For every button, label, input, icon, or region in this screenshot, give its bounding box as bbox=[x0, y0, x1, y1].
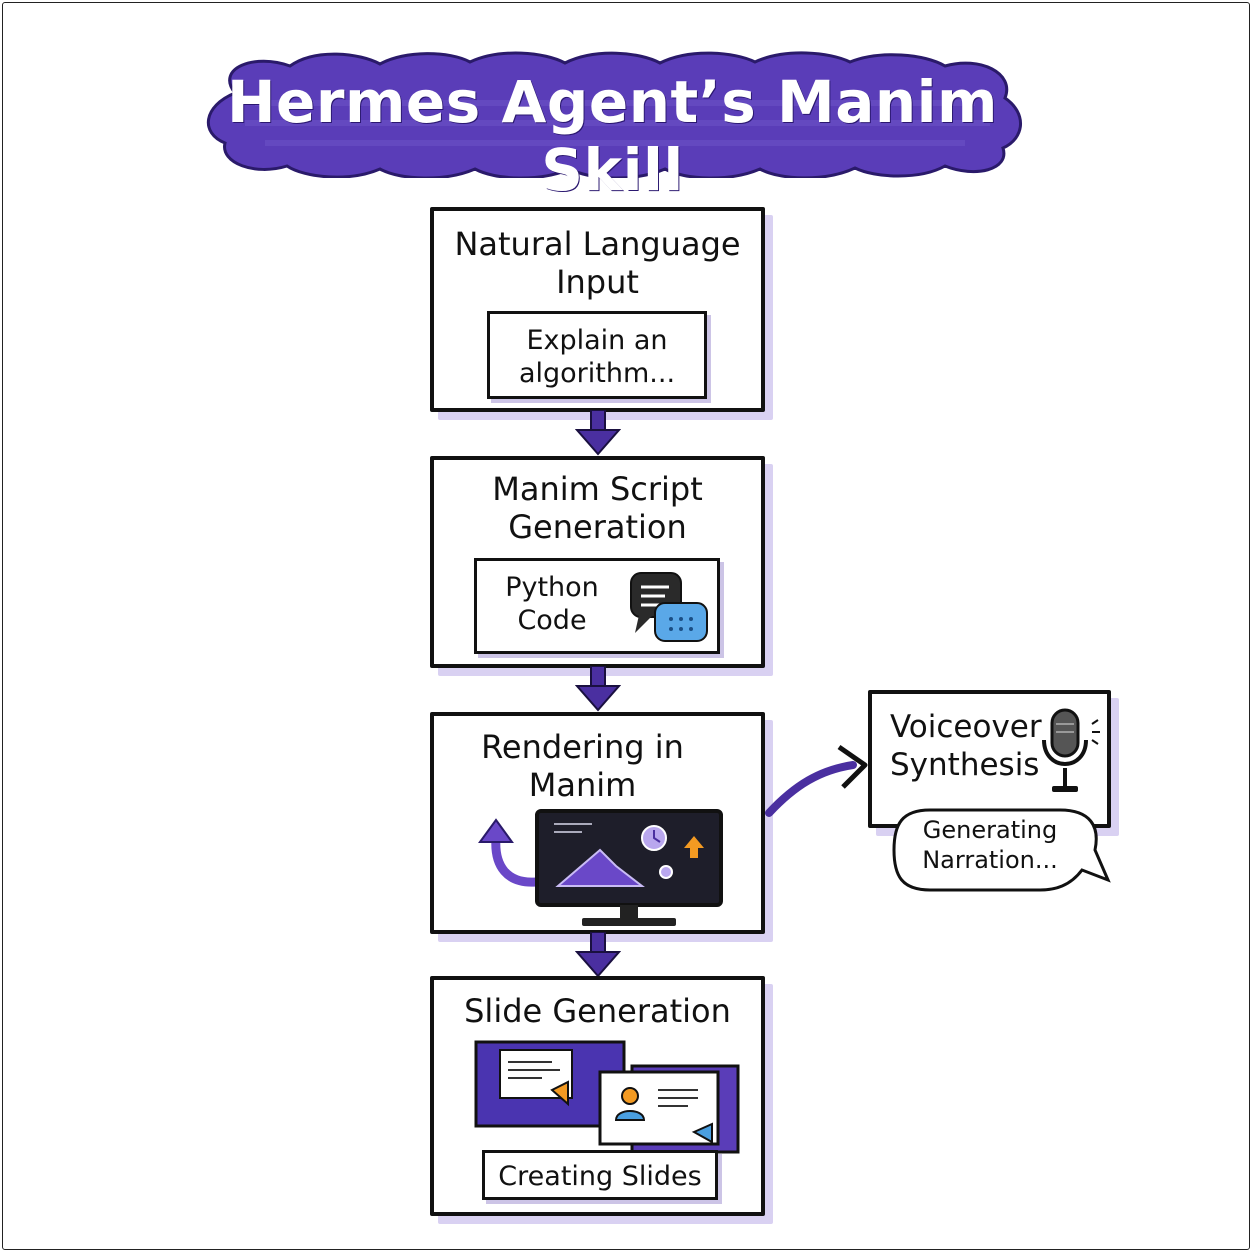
prompt-input-box: Explain an algorithm... bbox=[487, 311, 707, 399]
step-title: Natural Language Input bbox=[434, 225, 761, 301]
prompt-line: Explain an bbox=[526, 325, 668, 356]
step-title-line: Generation bbox=[508, 508, 687, 546]
step-manim-script-generation: Manim Script Generation Python Code bbox=[430, 456, 765, 668]
monitor-icon bbox=[535, 809, 723, 926]
step-title-line: Input bbox=[556, 263, 639, 301]
python-code-document: Python Code bbox=[474, 558, 720, 654]
step-title: Manim Script Generation bbox=[434, 470, 761, 546]
step-natural-language-input: Natural Language Input Explain an algori… bbox=[430, 207, 765, 412]
flow-arrow-1 bbox=[575, 410, 621, 456]
step-rendering-in-manim: Rendering in Manim bbox=[430, 712, 765, 934]
document-line: Code bbox=[517, 605, 587, 636]
chat-code-icon bbox=[630, 572, 708, 642]
page-title: Hermes Agent’s Manim Skill bbox=[227, 68, 998, 204]
narration-text: Generating Narration... bbox=[895, 815, 1085, 875]
step-title-text: Slide Generation bbox=[434, 992, 761, 1030]
creating-slides-text: Creating Slides bbox=[498, 1161, 702, 1192]
flow-arrow-3 bbox=[575, 932, 621, 978]
refresh-arrow-icon bbox=[478, 818, 541, 887]
step-title-line: Natural Language bbox=[454, 225, 741, 263]
voiceover-title-line: Voiceover bbox=[890, 709, 1042, 745]
creating-slides-label-box: Creating Slides bbox=[482, 1150, 718, 1200]
flow-arrow-2 bbox=[575, 666, 621, 712]
narration-line: Narration... bbox=[922, 846, 1058, 874]
step-title: Rendering in Manim bbox=[419, 728, 746, 804]
step-title-line: Rendering in bbox=[481, 728, 684, 766]
side-arrow-voiceover bbox=[765, 744, 868, 817]
narration-line: Generating bbox=[922, 816, 1058, 844]
microphone-icon bbox=[1042, 708, 1100, 792]
voiceover-synthesis-box: Voiceover Synthesis bbox=[868, 690, 1111, 828]
step-slide-generation: Slide Generation Creating Slides bbox=[430, 976, 765, 1216]
slides-icon bbox=[474, 1040, 740, 1154]
step-title-line: Manim bbox=[528, 766, 637, 804]
prompt-line: algorithm... bbox=[518, 358, 676, 389]
document-line: Python bbox=[505, 572, 599, 603]
document-text: Python Code bbox=[477, 571, 627, 637]
voiceover-title: Voiceover Synthesis bbox=[890, 708, 1042, 784]
narration-bubble bbox=[892, 808, 1111, 892]
title-cloud bbox=[207, 51, 1022, 178]
step-title-line: Manim Script bbox=[492, 470, 703, 508]
voiceover-title-line: Synthesis bbox=[890, 747, 1040, 783]
prompt-text: Explain an algorithm... bbox=[490, 324, 704, 390]
